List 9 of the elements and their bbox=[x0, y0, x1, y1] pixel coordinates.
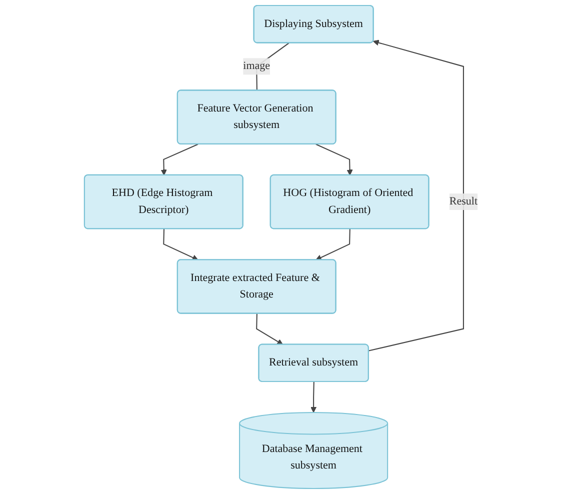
arrow bbox=[163, 228, 198, 260]
arrow bbox=[316, 228, 350, 260]
edge-label: image bbox=[243, 60, 270, 72]
arrow bbox=[160, 144, 198, 176]
arrow bbox=[368, 40, 464, 352]
arrow bbox=[256, 314, 284, 345]
arrow bbox=[316, 144, 353, 176]
arrow bbox=[310, 382, 317, 413]
edge-label: Result bbox=[449, 196, 478, 208]
